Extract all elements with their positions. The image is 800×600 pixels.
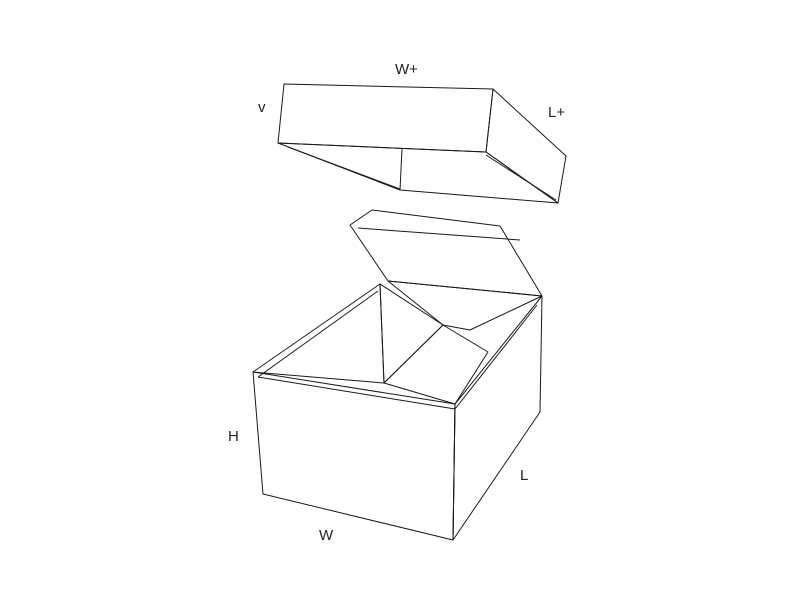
label-lid-length: L+ bbox=[548, 104, 565, 121]
box-side-wall bbox=[452, 295, 543, 541]
box-front-rim bbox=[257, 376, 456, 410]
lid-rim-edge bbox=[485, 154, 557, 201]
lid bbox=[277, 83, 567, 204]
label-lid-height: v bbox=[258, 99, 266, 116]
box bbox=[252, 209, 543, 541]
lid-front-wall bbox=[277, 83, 494, 153]
lid-inner-crease bbox=[399, 148, 403, 191]
box-left-rim bbox=[257, 290, 379, 378]
box-liner-left bbox=[379, 283, 444, 384]
label-box-length: L bbox=[520, 467, 528, 484]
box-flap-band bbox=[387, 280, 543, 331]
box-corner-edge bbox=[452, 403, 456, 541]
box-front-wall bbox=[252, 371, 456, 541]
box-liner-floor bbox=[383, 324, 489, 405]
box-tuck-flap bbox=[349, 209, 543, 297]
label-box-height: H bbox=[228, 428, 239, 445]
box-side-rim bbox=[454, 304, 538, 410]
label-lid-width: W+ bbox=[395, 61, 418, 78]
lid-inner-panel bbox=[277, 142, 559, 204]
label-box-width: W bbox=[319, 527, 334, 544]
box-flap-crease bbox=[357, 227, 521, 241]
lid-inner-edge bbox=[287, 146, 401, 190]
